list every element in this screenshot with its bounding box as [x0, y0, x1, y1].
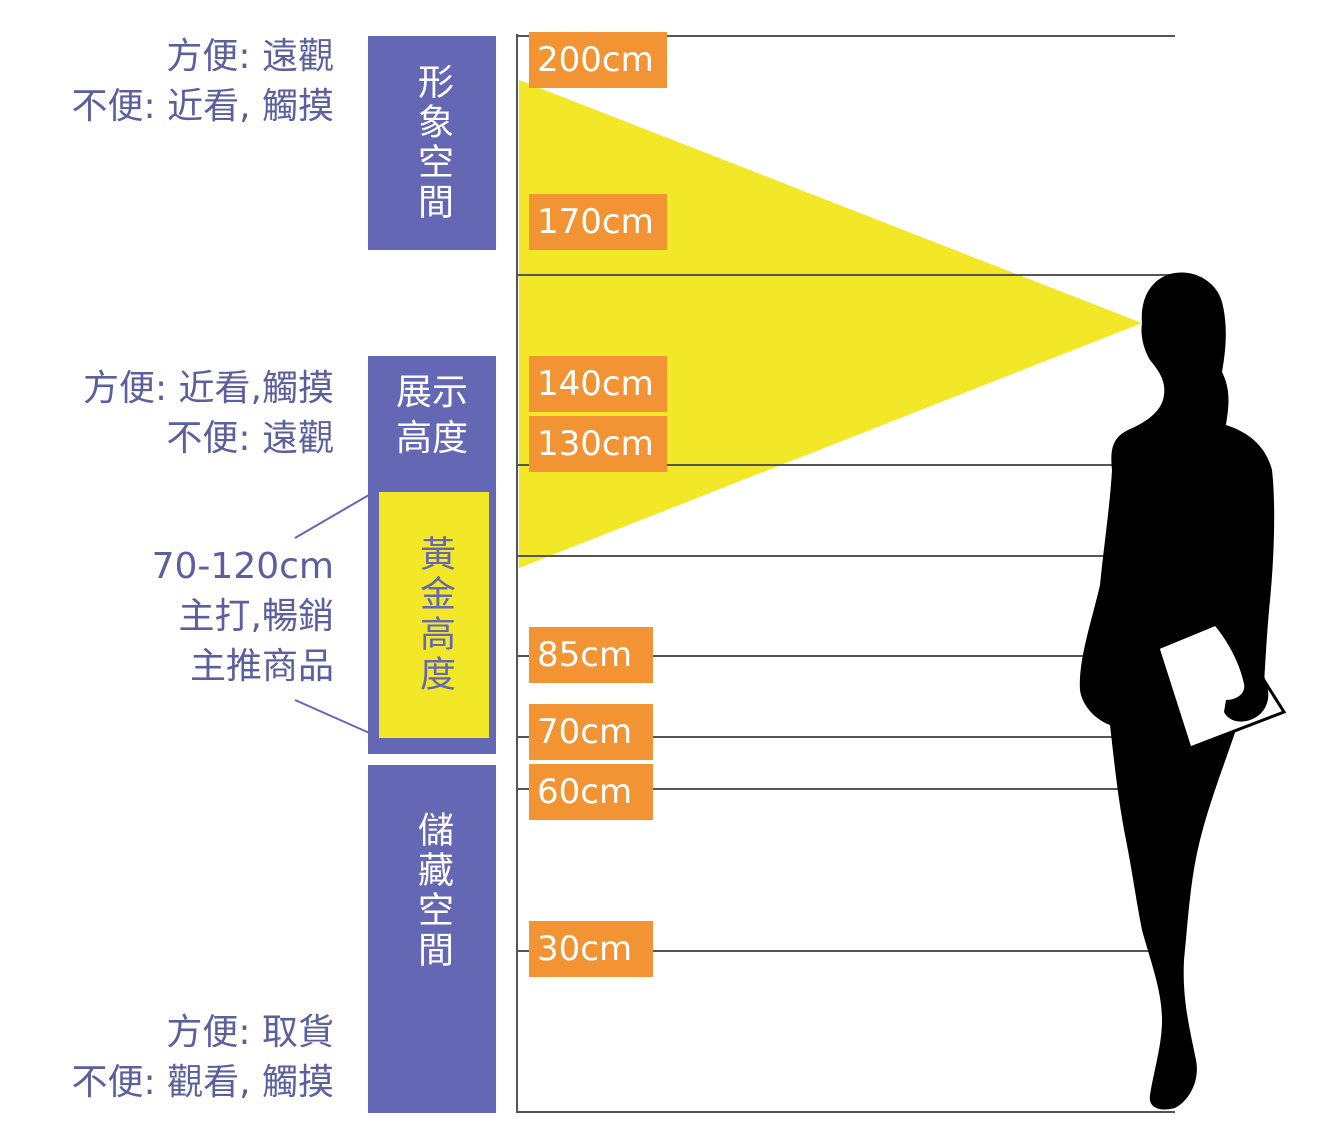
zone-image-space-label: 形象空間	[412, 63, 453, 223]
zone-storage-space-label: 儲藏空間	[412, 811, 453, 971]
note-image-space: 方便: 遠觀 不便: 近看, 觸摸	[72, 32, 334, 132]
person-silhouette	[1079, 272, 1287, 1110]
person-arm	[1210, 604, 1269, 722]
height-tag-30: 30cm	[529, 921, 653, 977]
sight-cone	[519, 80, 1142, 568]
note-display-con: 不便: 遠觀	[166, 418, 334, 459]
note-golden-line-3: 主推商品	[189, 646, 334, 687]
note-storage: 方便: 取貨 不便: 觀看, 觸摸	[72, 1008, 334, 1108]
note-display-pro: 方便: 近看,觸摸	[82, 368, 334, 409]
zone-golden-height: 黃金高度	[376, 489, 492, 741]
note-golden-line-2: 主打,暢銷	[178, 596, 334, 637]
note-golden-range: 70-120cm	[151, 546, 334, 587]
zone-storage-space: 儲藏空間	[368, 765, 496, 1113]
zone-golden-height-label: 黃金高度	[414, 535, 455, 695]
note-display-height: 方便: 近看,觸摸 不便: 遠觀	[83, 364, 334, 464]
zone-image-space: 形象空間	[368, 36, 496, 250]
note-image-space-con: 不便: 近看, 觸摸	[71, 86, 334, 127]
zone-display-height-label: 展示高度	[395, 372, 468, 459]
golden-pointer-bottom	[294, 699, 375, 736]
height-tag-130: 130cm	[529, 416, 667, 472]
note-golden: 70-120cm 主打,暢銷 主推商品	[152, 542, 334, 692]
note-storage-con: 不便: 觀看, 觸摸	[71, 1062, 334, 1103]
golden-pointer-top	[294, 491, 375, 539]
height-tag-85: 85cm	[529, 627, 653, 683]
note-storage-pro: 方便: 取貨	[166, 1012, 334, 1053]
height-tag-60: 60cm	[529, 764, 653, 820]
note-image-space-pro: 方便: 遠觀	[166, 36, 334, 77]
height-tag-170: 170cm	[529, 194, 667, 250]
height-tag-70: 70cm	[529, 704, 653, 760]
height-tag-140: 140cm	[529, 356, 667, 412]
height-tag-200: 200cm	[529, 32, 667, 88]
